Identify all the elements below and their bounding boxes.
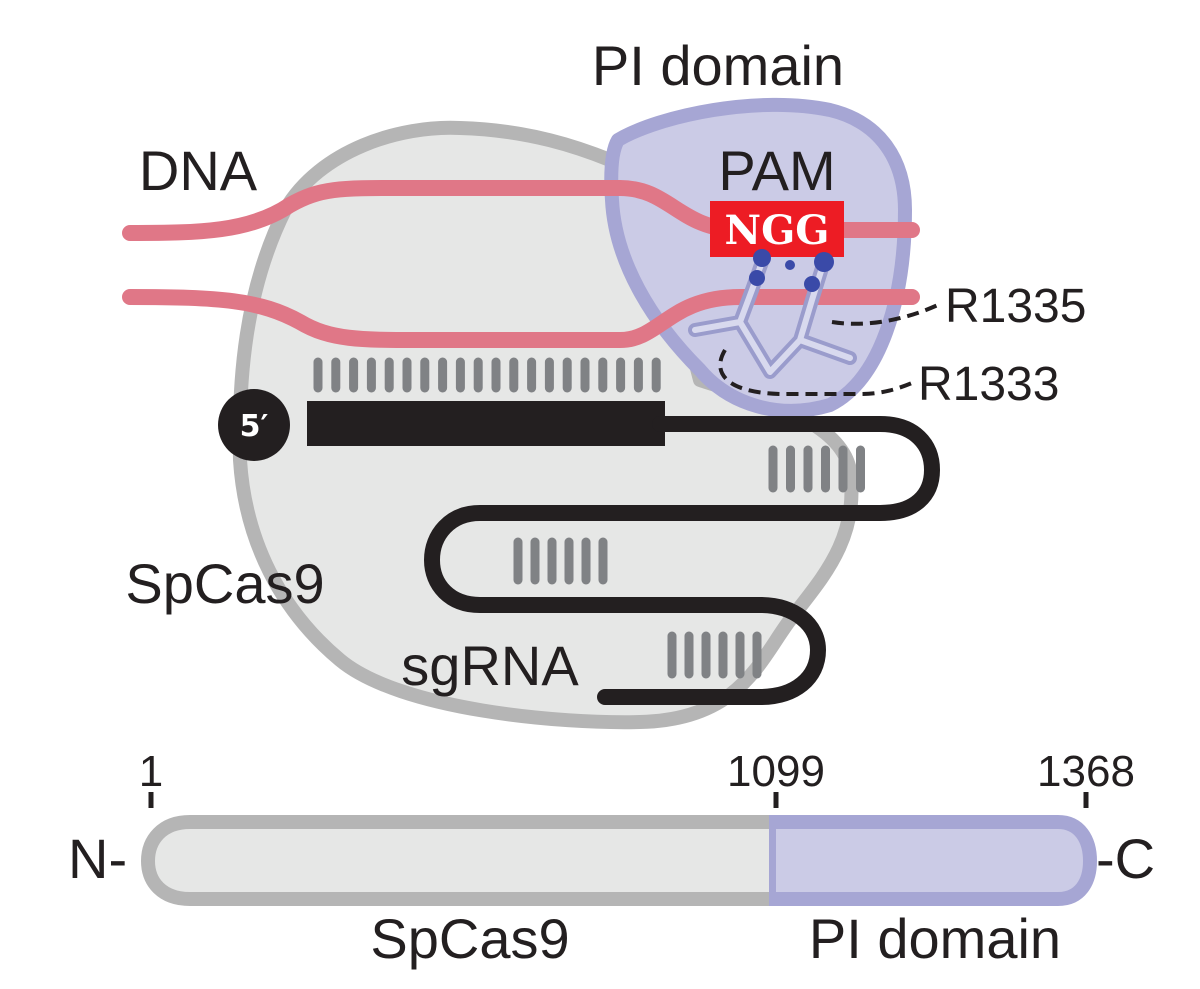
hairpin-2-basepairs	[513, 537, 608, 585]
position-1: 1	[139, 747, 163, 796]
pam-label: PAM	[718, 139, 835, 202]
position-1099: 1099	[727, 747, 825, 796]
five-prime-marker	[218, 389, 290, 461]
dna-label: DNA	[139, 139, 258, 202]
pam-box	[710, 201, 844, 257]
dna-strand-top	[122, 180, 920, 241]
domain-map: 1 1099 1368 N- -C SpCas9 PI domain	[68, 747, 1155, 970]
hairpin-1-basepairs	[768, 445, 865, 493]
arginine-residues	[688, 249, 857, 379]
c-terminus-label: -C	[1096, 827, 1155, 890]
hairpin-3-basepairs	[667, 631, 762, 679]
protein-bar-label: SpCas9	[370, 907, 569, 970]
sgrna-label: sgRNA	[401, 634, 579, 697]
residue-r1335: R1335	[945, 280, 1086, 333]
pam-sequence: NGG	[725, 207, 830, 254]
domain-bar-label: PI domain	[809, 907, 1061, 970]
pi-domain-title: PI domain	[592, 34, 844, 97]
five-prime-label: 5′	[240, 409, 269, 444]
sgrna-backbone	[424, 416, 940, 705]
guide-basepairs	[313, 357, 661, 393]
pi-domain-bar	[769, 815, 1098, 906]
position-1368: 1368	[1037, 747, 1135, 796]
dna-strand-bottom	[122, 289, 920, 348]
residue-r1333: R1333	[918, 358, 1059, 411]
r1335-leader	[831, 302, 941, 326]
spcas9-label: SpCas9	[125, 552, 324, 615]
sgrna-guide-segment	[307, 401, 665, 446]
r1333-leader	[718, 348, 913, 397]
spcas9-bar	[140, 815, 785, 906]
n-terminus-label: N-	[68, 827, 127, 890]
